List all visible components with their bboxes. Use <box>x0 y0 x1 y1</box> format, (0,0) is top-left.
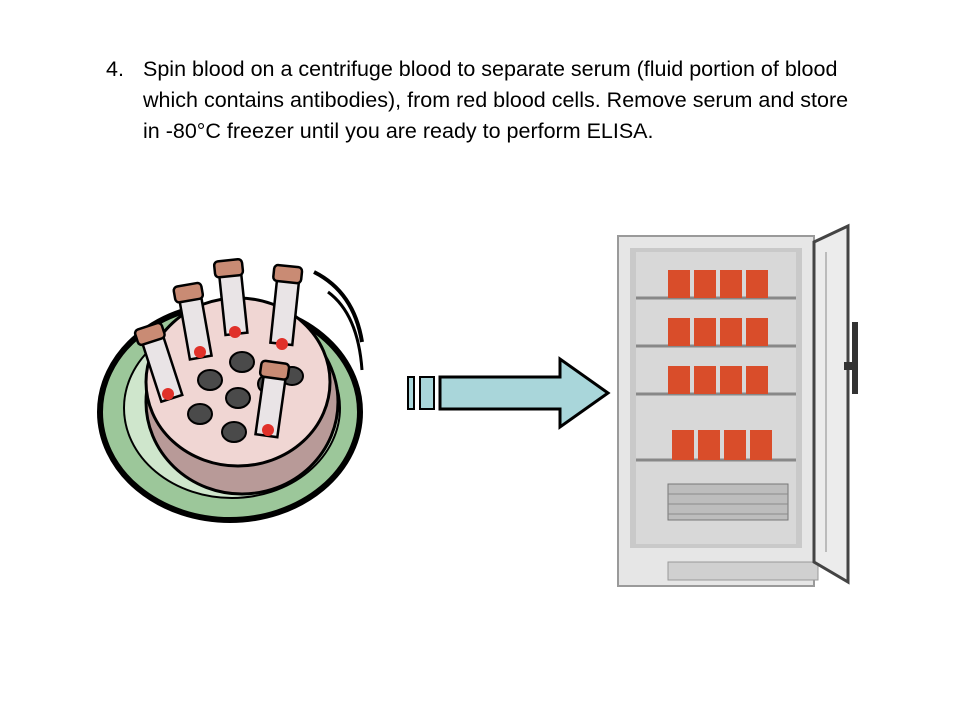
step-text: Spin blood on a centrifuge blood to sepa… <box>143 57 849 143</box>
step-number: 4. <box>106 57 124 81</box>
step-instruction: 4. Spin blood on a centrifuge blood to s… <box>106 54 866 147</box>
right-arrow-icon <box>407 356 611 430</box>
centrifuge-illustration <box>97 258 364 523</box>
freezer-illustration <box>617 223 858 587</box>
